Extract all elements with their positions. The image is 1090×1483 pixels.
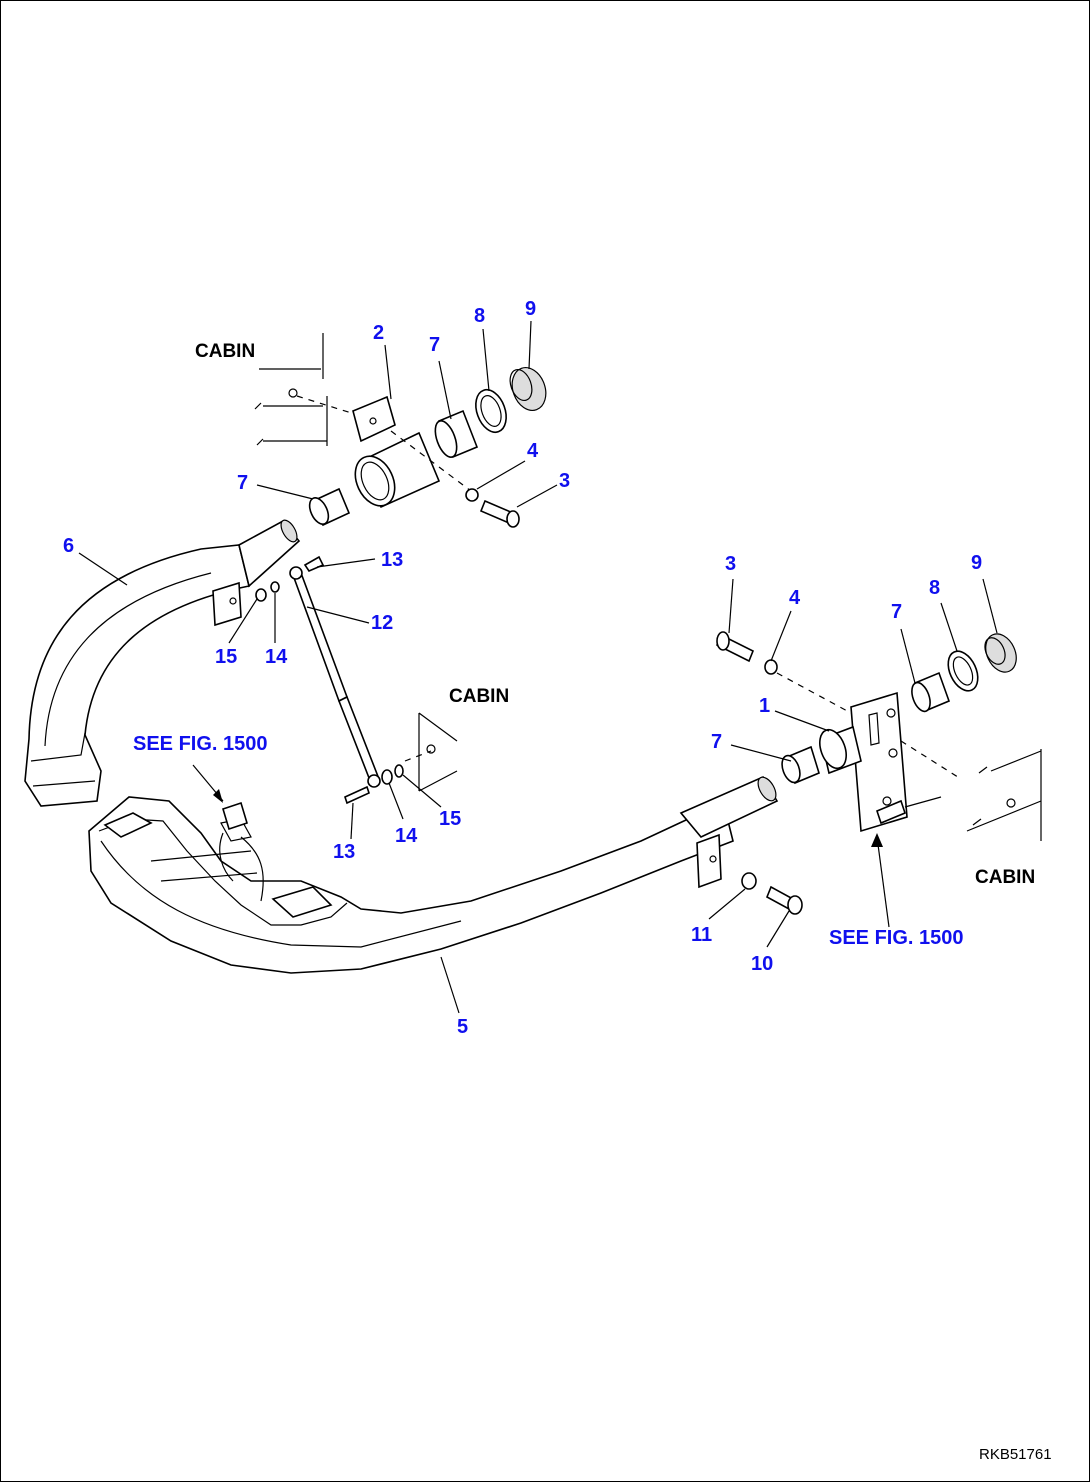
callout-3-right: 3 xyxy=(725,553,736,575)
bushing-7-right-lower xyxy=(781,745,820,785)
callout-8-upper: 8 xyxy=(474,305,485,327)
cabin-labels: CABIN CABIN CABIN xyxy=(195,341,1035,888)
callout-11: 11 xyxy=(691,924,712,946)
reference-labels: SEE FIG. 1500 SEE FIG. 1500 xyxy=(133,733,964,949)
cabin-mount-upper-left xyxy=(254,333,362,446)
bushing-7-left xyxy=(308,487,351,527)
callout-8-right: 8 xyxy=(929,577,940,599)
callout-4-upper: 4 xyxy=(527,440,539,462)
callout-7-right-lower: 7 xyxy=(711,731,722,753)
nut-9-upper xyxy=(509,367,547,411)
callout-6: 6 xyxy=(63,535,74,557)
callout-2: 2 xyxy=(373,322,384,344)
callout-13-upper: 13 xyxy=(381,549,403,571)
callout-14-left: 14 xyxy=(265,646,288,668)
connector-right xyxy=(876,796,942,825)
arm-6 xyxy=(24,519,301,807)
leader-lines xyxy=(78,320,998,1014)
washer-8-upper xyxy=(475,388,507,434)
callout-14-lower: 14 xyxy=(395,825,418,847)
callout-7-right-upper: 7 xyxy=(891,601,902,623)
cabin-label-middle: CABIN xyxy=(449,686,509,707)
callout-9-right: 9 xyxy=(971,552,982,574)
cabin-mount-middle xyxy=(404,712,458,792)
part-callouts: 1 2 3 3 4 4 5 6 7 7 7 7 8 8 9 9 10 11 12… xyxy=(63,298,982,1038)
callout-12: 12 xyxy=(371,612,393,634)
callout-10: 10 xyxy=(751,953,773,975)
bushing-7-upper xyxy=(434,409,479,459)
callout-15-lower: 15 xyxy=(439,808,461,830)
bushing-7-right-upper xyxy=(911,671,951,713)
callout-13-lower: 13 xyxy=(333,841,355,863)
bolt-3-upper xyxy=(465,488,520,528)
callout-4-right: 4 xyxy=(789,587,801,609)
bracket-2 xyxy=(352,395,472,509)
cabin-label-right: CABIN xyxy=(975,867,1035,888)
callout-7-left: 7 xyxy=(237,472,248,494)
callout-1: 1 xyxy=(759,695,770,717)
nut-9-right xyxy=(984,633,1017,673)
bolt-3-right xyxy=(715,631,778,675)
gas-spring-12 xyxy=(289,555,381,788)
frame-5 xyxy=(88,775,779,974)
see-fig-label-left: SEE FIG. 1500 xyxy=(133,733,268,755)
cabin-mount-right xyxy=(966,749,1042,841)
callout-5: 5 xyxy=(457,1016,468,1038)
cabin-label-upper-left: CABIN xyxy=(195,341,255,362)
bracket-1 xyxy=(776,672,962,833)
see-fig-label-right: SEE FIG. 1500 xyxy=(829,927,964,949)
callout-15-left: 15 xyxy=(215,646,237,668)
callout-7-upper: 7 xyxy=(429,334,440,356)
drawing-code: RKB51761 xyxy=(979,1446,1052,1463)
washer-8-right xyxy=(947,650,979,692)
bolt-13-lower xyxy=(344,764,404,805)
connector-left xyxy=(222,801,248,831)
washers-14-15-left xyxy=(255,581,280,602)
bolt-10-washer-11 xyxy=(741,872,803,915)
callout-9-upper: 9 xyxy=(525,298,536,320)
callout-3-upper: 3 xyxy=(559,470,570,492)
